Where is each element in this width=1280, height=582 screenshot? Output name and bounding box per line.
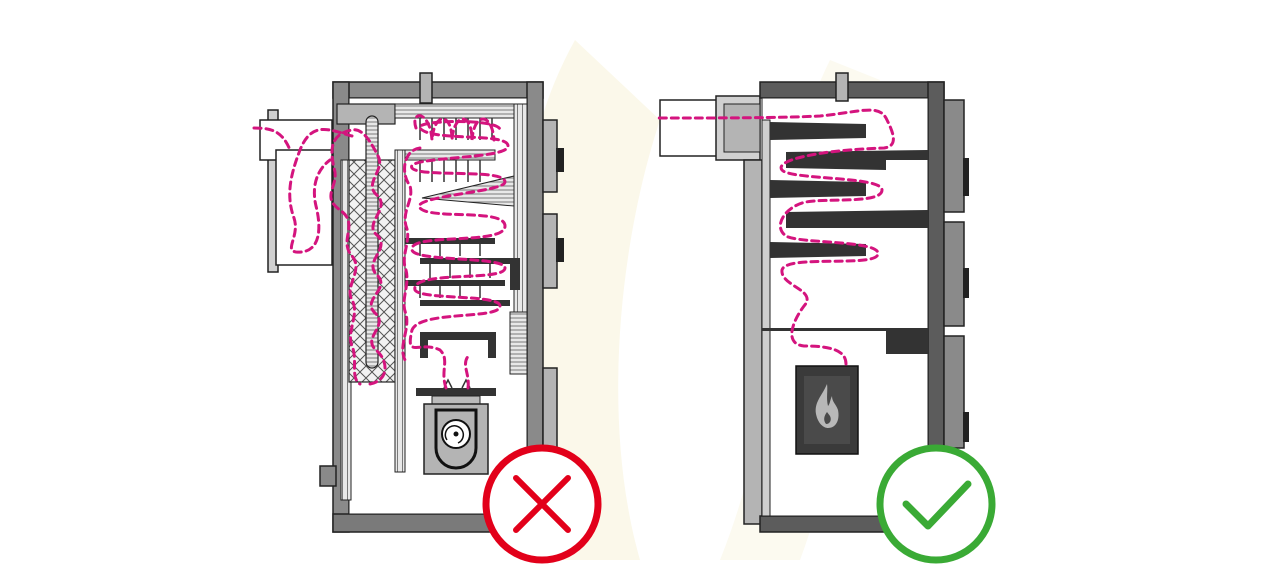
simple-boiler bbox=[654, 72, 996, 564]
cross-icon bbox=[482, 444, 602, 564]
burner-fan-icon bbox=[416, 378, 496, 475]
side-knob-2 bbox=[556, 238, 564, 262]
inner-wall-top bbox=[394, 103, 516, 119]
diagonal-baffle bbox=[421, 175, 515, 207]
side-panel-right-3 bbox=[943, 335, 965, 449]
gas-path-simple bbox=[654, 108, 895, 366]
flue-collar-inner bbox=[723, 103, 761, 153]
side-knob-1 bbox=[556, 148, 564, 172]
supply-pipe-right bbox=[835, 72, 849, 102]
side-panel-3 bbox=[542, 367, 558, 449]
gas-path-complex bbox=[252, 114, 510, 390]
checkmark-icon bbox=[876, 444, 996, 564]
inner-liner-right bbox=[761, 119, 771, 517]
side-knob-right-3 bbox=[963, 412, 969, 442]
casing-left-right bbox=[743, 159, 763, 525]
inner-wall-step bbox=[404, 149, 496, 161]
flue-box bbox=[275, 149, 333, 266]
side-knob-right-2 bbox=[963, 268, 969, 298]
side-knob-right-1 bbox=[963, 158, 969, 196]
side-panel-right-1 bbox=[943, 99, 965, 213]
side-panel-right-2 bbox=[943, 221, 965, 327]
right-baffle-shelf bbox=[509, 311, 528, 375]
lower-baffle bbox=[420, 332, 496, 358]
baffle-studs bbox=[419, 244, 491, 298]
complex-boiler bbox=[252, 72, 602, 564]
flame-icon bbox=[815, 384, 839, 428]
casing-top-right bbox=[759, 81, 945, 99]
side-panel-2 bbox=[542, 213, 558, 289]
casing-foot bbox=[319, 465, 337, 487]
side-panel-1 bbox=[542, 119, 558, 193]
supply-pipe bbox=[419, 72, 433, 104]
flue-outlet-right bbox=[659, 99, 725, 157]
casing-top bbox=[332, 81, 544, 99]
tapered-baffles bbox=[762, 122, 928, 354]
